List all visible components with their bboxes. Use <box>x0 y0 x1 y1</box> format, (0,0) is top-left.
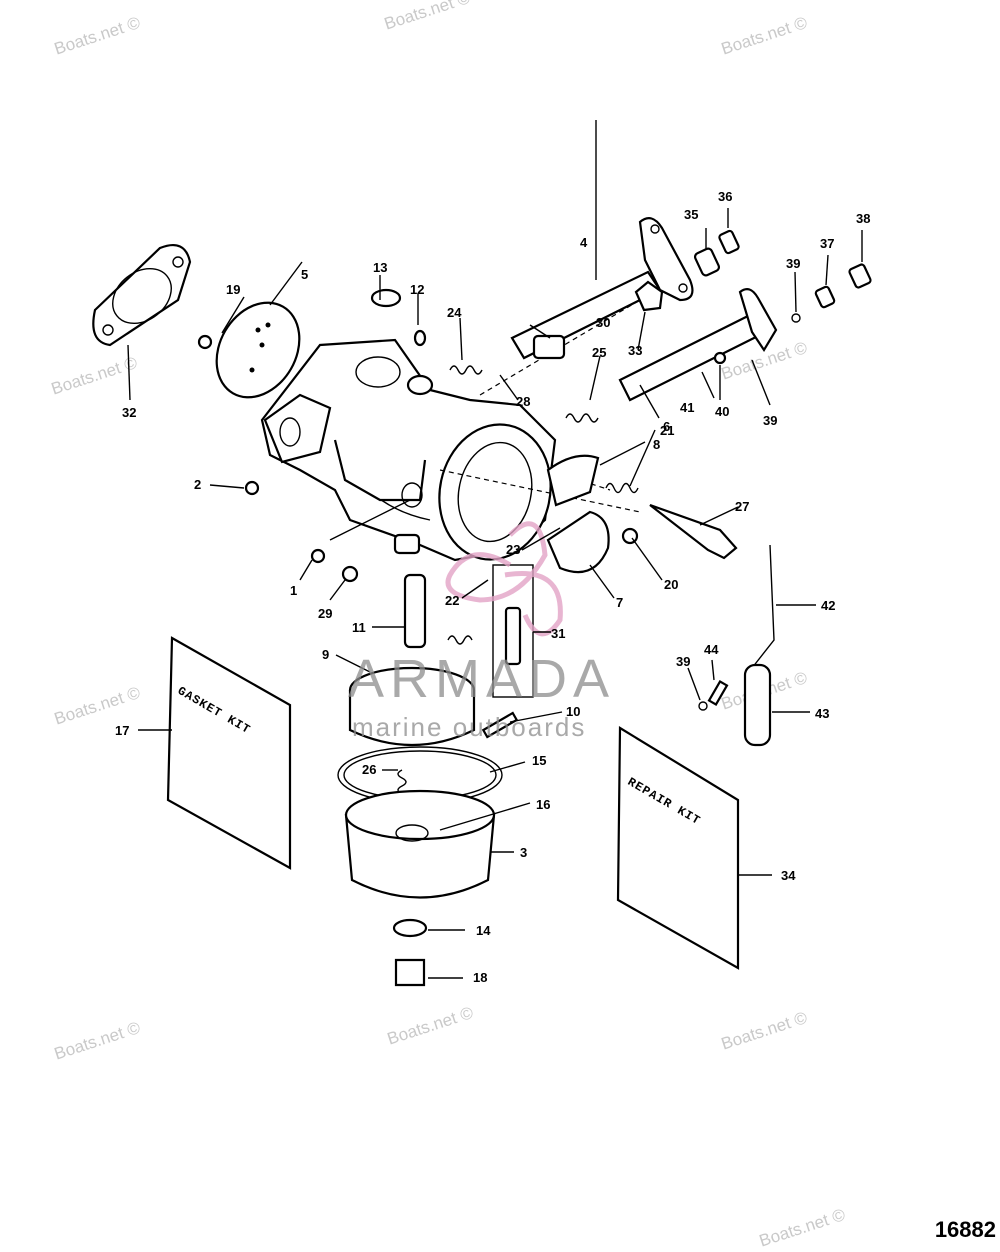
drain-plug-part <box>394 958 426 987</box>
callout-32: 32 <box>122 405 137 420</box>
callout-4: 4 <box>580 235 588 250</box>
callout-35: 35 <box>684 207 699 222</box>
choke-plate-part <box>546 510 610 574</box>
figure-number: 16882 <box>934 1217 996 1242</box>
callout-42: 42 <box>821 598 836 613</box>
brand-name: ARMADA <box>348 649 616 709</box>
callout-36: 36 <box>718 189 733 204</box>
callout-39: 39 <box>676 654 691 669</box>
callout-44: 44 <box>704 642 719 657</box>
callout-16: 16 <box>536 797 551 812</box>
float-part <box>348 666 476 747</box>
leader-lines <box>127 120 863 979</box>
washer-part <box>698 701 708 711</box>
gasket-kit-envelope <box>166 636 292 870</box>
float-bowl-part <box>344 789 496 899</box>
callout-5: 5 <box>301 267 309 282</box>
callout-19: 19 <box>226 282 241 297</box>
callout-2: 2 <box>194 477 202 492</box>
callout-12: 12 <box>410 282 425 297</box>
brand-tagline: marine outboards <box>352 712 587 742</box>
callout-33: 33 <box>628 343 643 358</box>
needle-part <box>649 503 738 560</box>
throttle-plate-part <box>215 301 301 399</box>
choke-cylinder-part <box>743 663 772 747</box>
nozzle-part <box>403 573 427 649</box>
callout-26: 26 <box>362 762 377 777</box>
fitting-part <box>532 334 566 360</box>
callout-24: 24 <box>447 305 462 320</box>
choke-shaft-part <box>618 288 778 402</box>
spring-part <box>565 413 599 423</box>
screw-part <box>197 334 213 350</box>
screw-part <box>341 565 359 583</box>
callout-6: 6 <box>663 419 671 434</box>
callout-3: 3 <box>520 845 528 860</box>
callout-23: 23 <box>506 542 521 557</box>
link-rod-part <box>751 544 775 669</box>
callout-18: 18 <box>473 970 488 985</box>
callout-27: 27 <box>735 499 750 514</box>
callout-10: 10 <box>566 704 581 719</box>
callout-38: 38 <box>856 211 871 226</box>
callout-37: 37 <box>820 236 835 251</box>
washer-part <box>713 351 727 365</box>
washer-part <box>310 548 326 564</box>
callout-43: 43 <box>815 706 830 721</box>
washer-part <box>392 918 428 938</box>
callout-28: 28 <box>516 394 531 409</box>
callout-40: 40 <box>715 404 730 419</box>
pin-part <box>707 679 729 707</box>
callout-9: 9 <box>322 647 330 662</box>
screw-part <box>848 263 872 289</box>
callout-8: 8 <box>653 437 661 452</box>
callout-22: 22 <box>445 593 460 608</box>
plug-part <box>370 288 402 308</box>
callout-20: 20 <box>664 577 679 592</box>
callout-25: 25 <box>592 345 607 360</box>
callout-30: 30 <box>596 315 611 330</box>
repair-kit-envelope <box>616 726 740 970</box>
spring-part <box>447 635 473 645</box>
collar-part <box>814 285 836 309</box>
callout-7: 7 <box>616 595 624 610</box>
callout-11: 11 <box>352 620 366 635</box>
spring-part <box>449 365 483 375</box>
screw-part <box>244 480 260 496</box>
pin-part <box>481 711 519 739</box>
callout-41: 41 <box>680 400 695 415</box>
plug-part <box>413 329 427 347</box>
callout-31: 31 <box>551 626 566 641</box>
collar-part <box>693 247 721 277</box>
callout-39: 39 <box>763 413 778 428</box>
callout-1: 1 <box>290 583 298 598</box>
choke-plate-part <box>546 454 600 507</box>
callout-29: 29 <box>318 606 333 621</box>
screw-part <box>718 229 740 255</box>
callout-15: 15 <box>532 753 547 768</box>
callout-13: 13 <box>373 260 388 275</box>
callout-17: 17 <box>115 723 130 738</box>
callout-21: 21 <box>660 423 675 438</box>
callout-34: 34 <box>781 868 796 883</box>
washer-part <box>791 313 801 323</box>
gasket-part <box>92 244 192 347</box>
callout-39: 39 <box>786 256 801 271</box>
spring-part <box>605 482 639 494</box>
callout-14: 14 <box>476 923 491 938</box>
nut-part <box>634 280 664 312</box>
carburetor-body-part <box>260 338 557 562</box>
